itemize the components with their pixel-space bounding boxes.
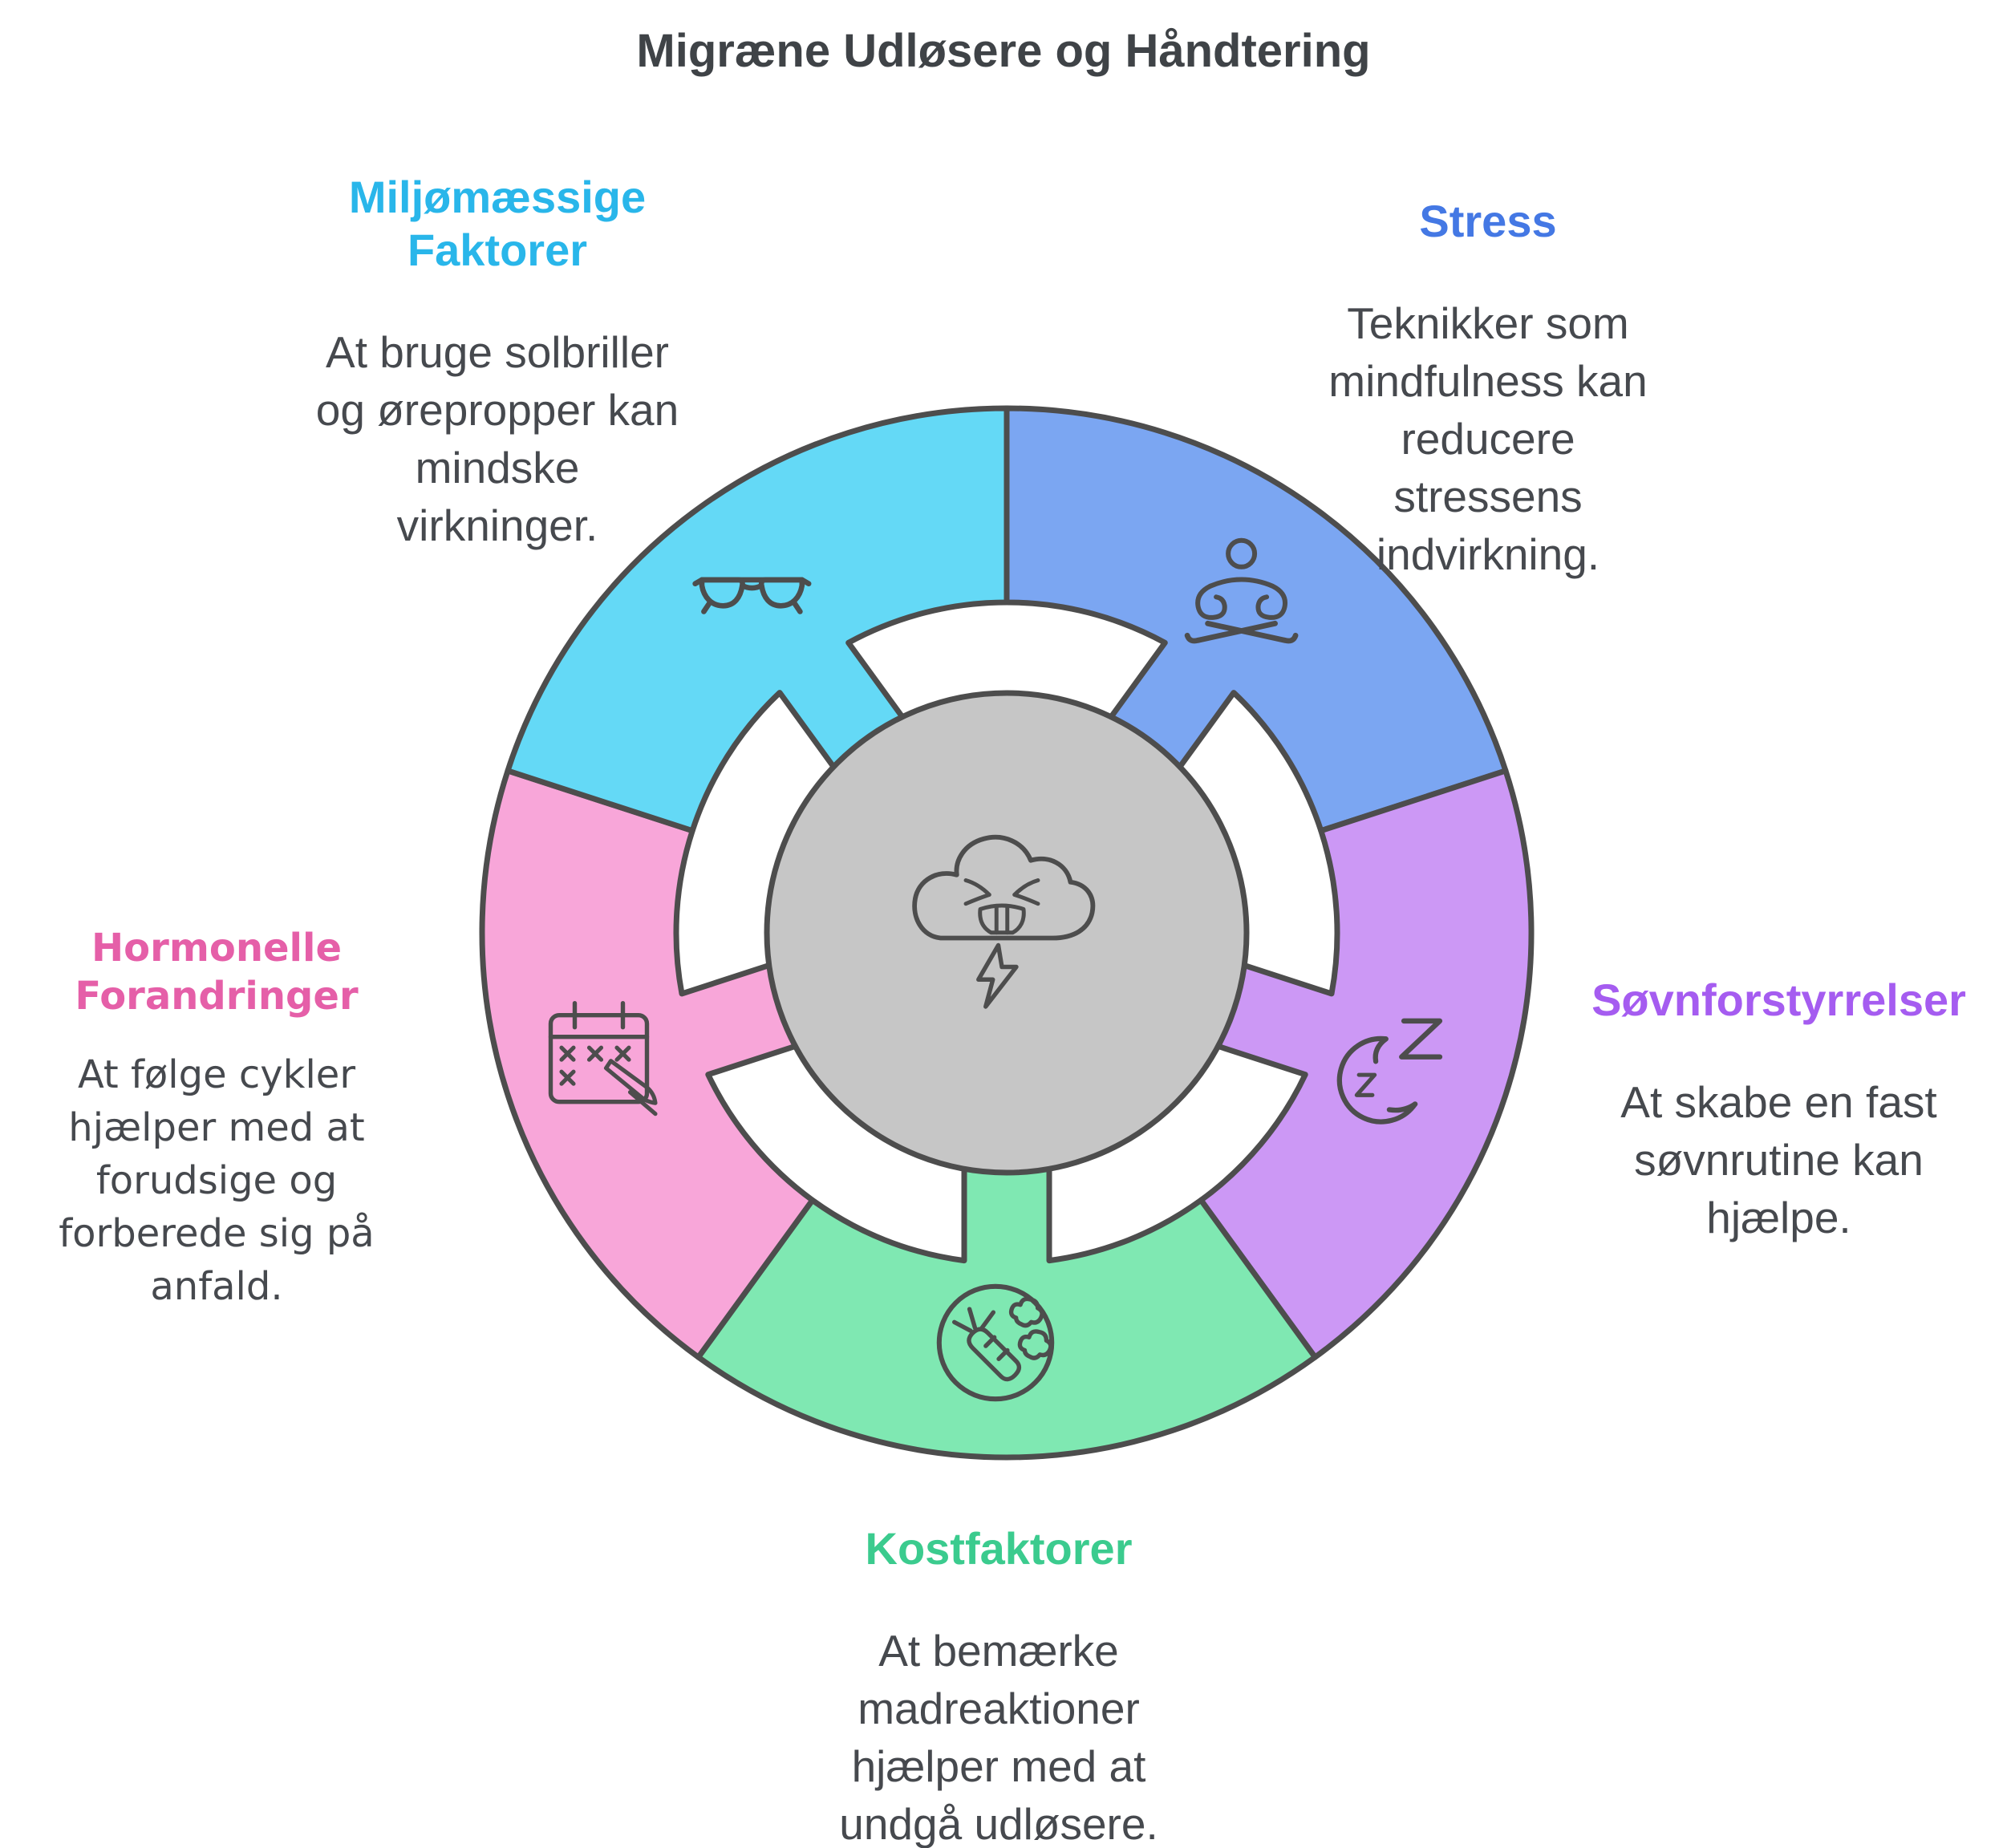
segment-sovnforstyrrelser [1181, 768, 1535, 1360]
section-environmental-factors: Miljømæssige Faktorer At bruge solbrille… [257, 156, 738, 569]
section-diet-description: At bemærke madreaktioner hjælper med at … [839, 1626, 1158, 1848]
section-stress-description: Teknikker som mindfulness kan reducere s… [1328, 298, 1648, 579]
section-environmental-title: Miljømæssige Faktorer [348, 172, 647, 275]
section-sleep-disturbances: Søvnforstyrrelser At skabe en fast søvnr… [1556, 959, 2001, 1261]
section-hormonal-changes: Hormonelle Forandringer At følge cykler … [4, 909, 429, 1328]
section-sleep-description: At skabe en fast søvnrutine kan hjælpe. [1620, 1077, 1937, 1242]
section-sleep-title: Søvnforstyrrelser [1591, 975, 1966, 1025]
sleep-moon-icon [1336, 1018, 1443, 1125]
section-stress-title: Stress [1419, 196, 1557, 246]
page-title: Migræne Udløsere og Håndtering [636, 25, 1371, 77]
section-stress: Stress Teknikker som mindfulness kan red… [1255, 180, 1721, 598]
sunglasses-icon [692, 577, 812, 614]
calendar-pen-icon [548, 1000, 658, 1116]
section-hormonal-description: At følge cykler hjælper med at forudsige… [59, 1052, 375, 1309]
section-environmental-description: At bruge solbriller og ørepropper kan mi… [315, 327, 679, 550]
vegetables-icon [936, 1283, 1055, 1402]
section-diet-title: Kostfaktorer [865, 1523, 1133, 1574]
angry-storm-cloud-icon [912, 834, 1096, 1009]
section-hormonal-title: Hormonelle Forandringer [75, 926, 359, 1019]
section-diet-factors: Kostfaktorer At bemærke madreaktioner hj… [766, 1508, 1231, 1848]
segment-hormonelle [479, 768, 833, 1360]
meditation-icon [1184, 537, 1299, 644]
segment-kostfaktorer [695, 1130, 1318, 1461]
